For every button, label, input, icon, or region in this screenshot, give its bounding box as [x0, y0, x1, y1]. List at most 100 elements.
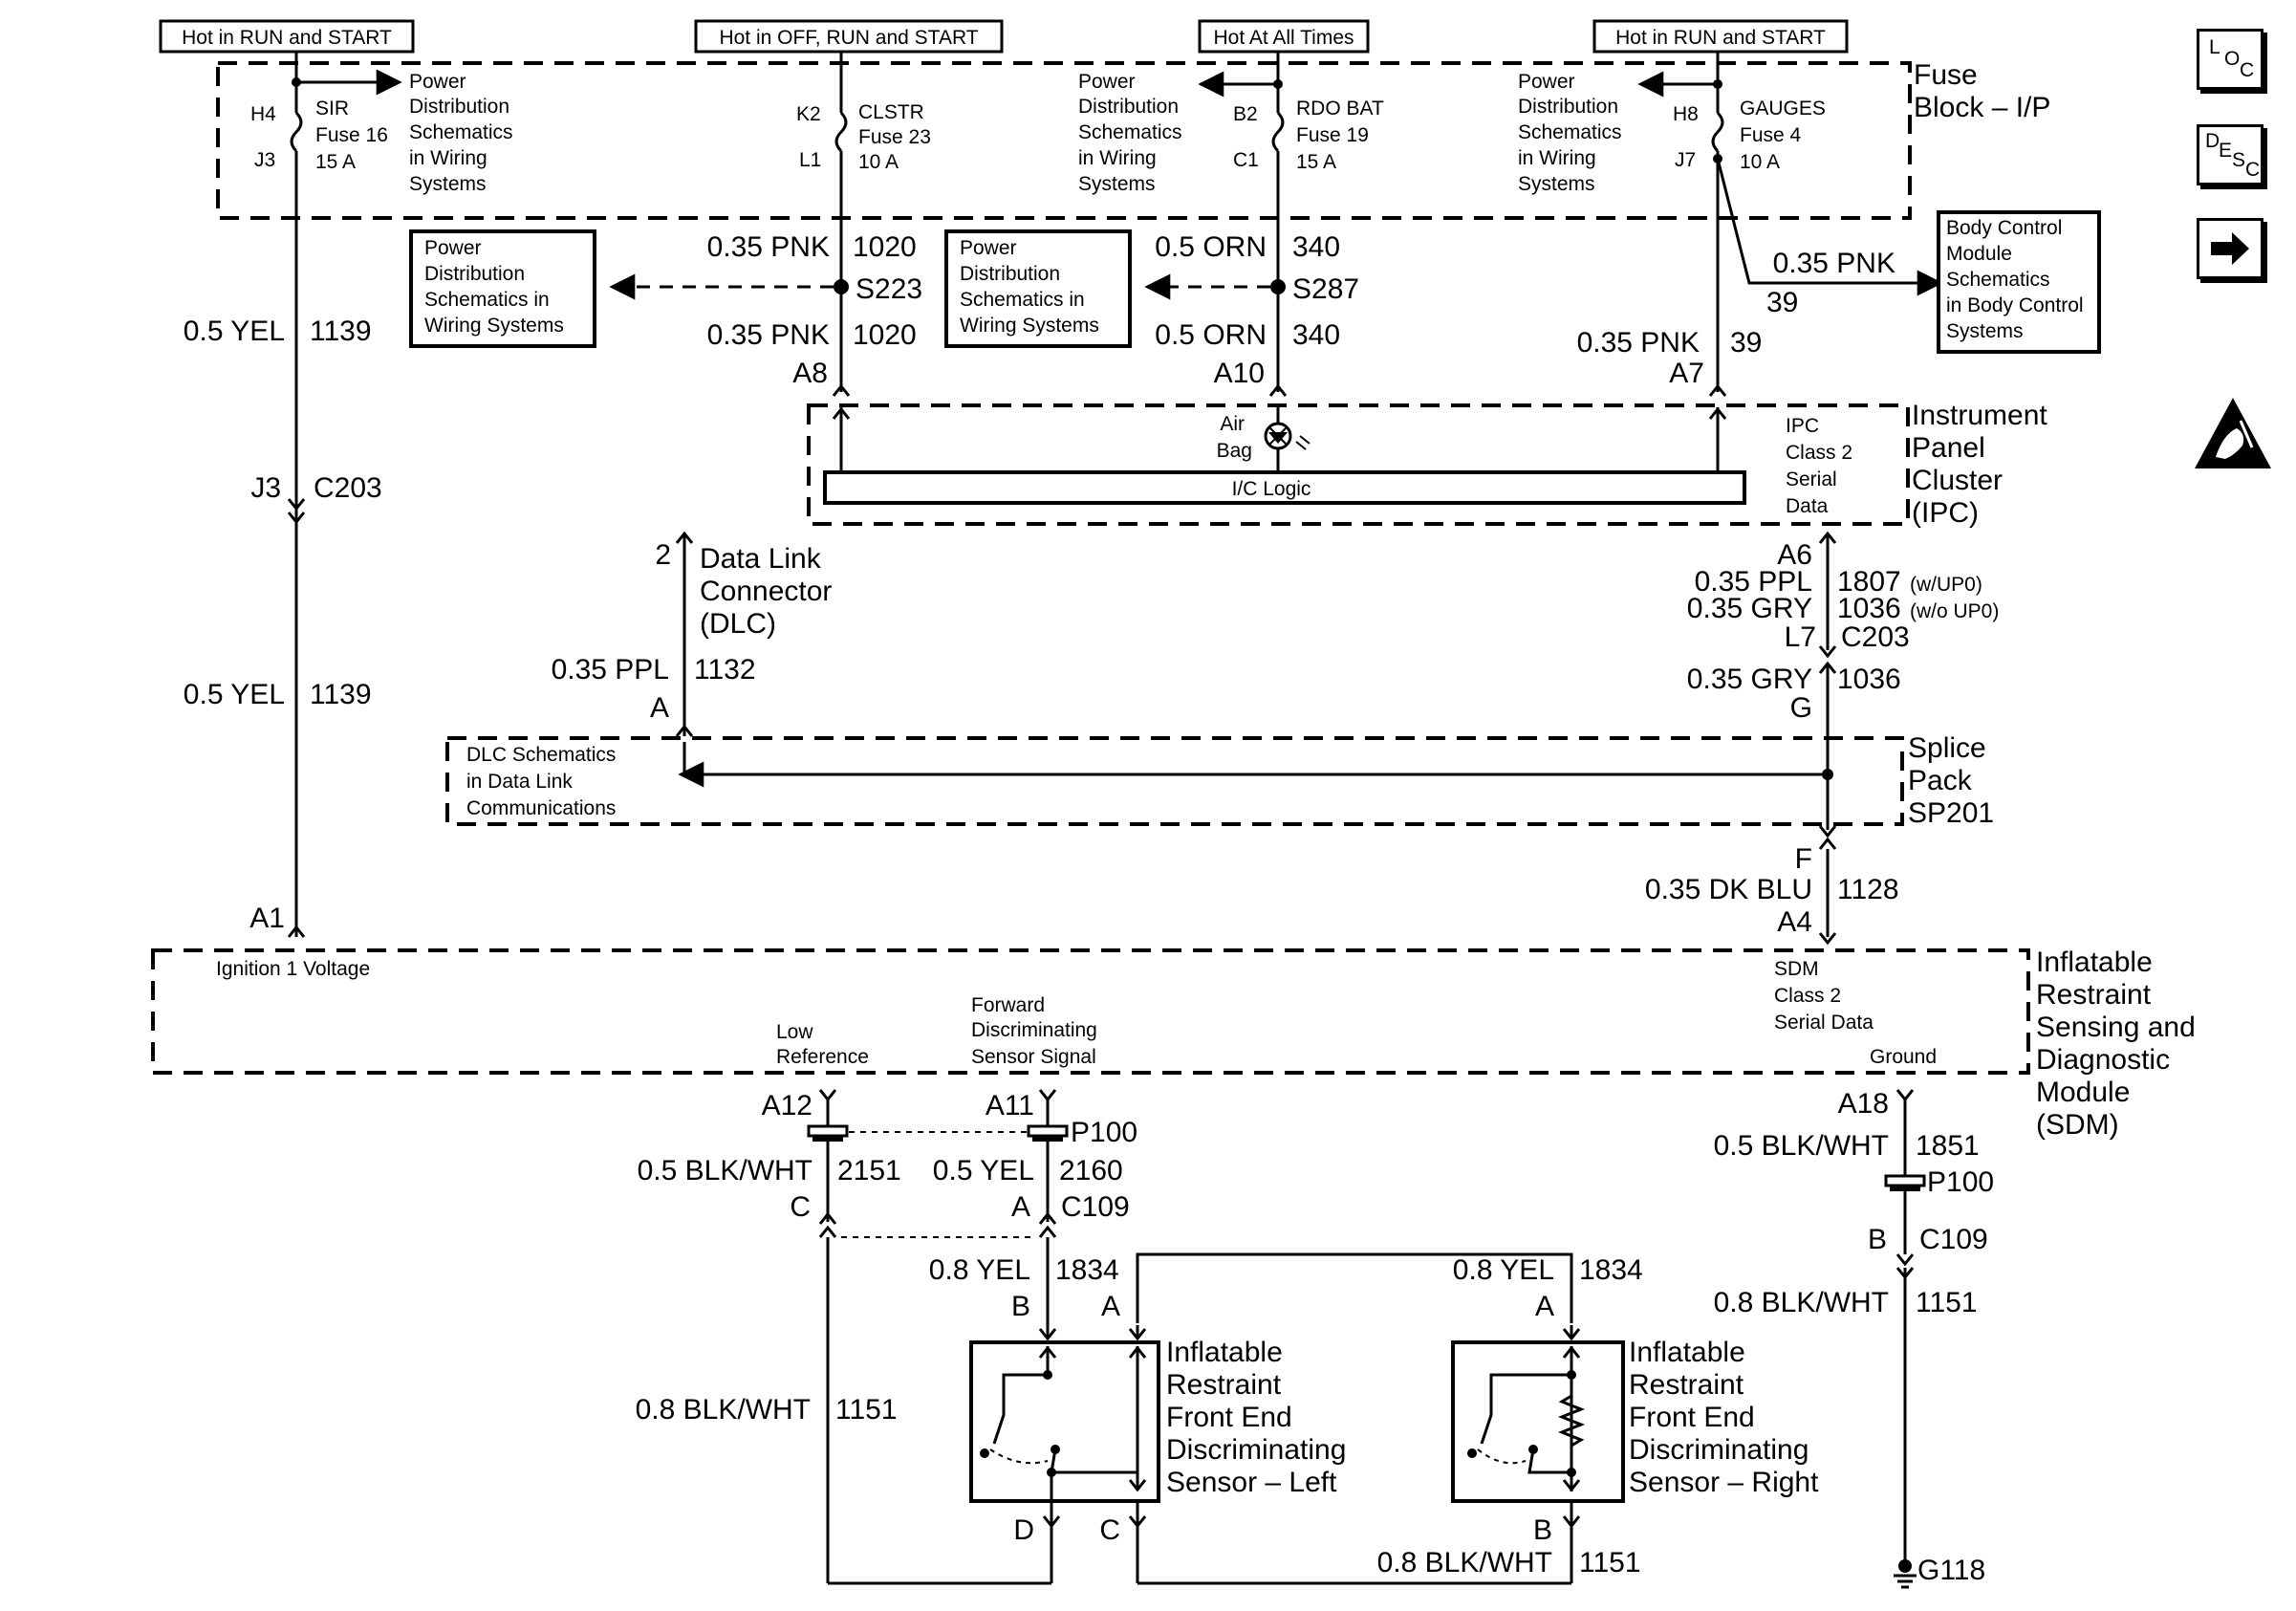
svg-text:B: B	[1533, 1514, 1552, 1546]
ipc-air-label: Air	[1220, 413, 1245, 435]
svg-text:Reference: Reference	[776, 1046, 869, 1068]
svg-text:Cluster: Cluster	[1912, 465, 2003, 496]
wire-labels-upper: 0.5 YEL 1139 0.35 PNK 1020 0.35 PNK 1020…	[184, 231, 1895, 389]
fuse-rdo-name: RDO BAT	[1296, 98, 1384, 120]
svg-text:Module: Module	[2036, 1077, 2130, 1108]
svg-text:Power: Power	[1518, 71, 1575, 93]
svg-text:Sensing and: Sensing and	[2036, 1012, 2196, 1043]
svg-text:Power: Power	[1078, 71, 1136, 93]
svg-text:0.5 ORN: 0.5 ORN	[1155, 231, 1267, 263]
svg-text:Body Control: Body Control	[1946, 217, 2062, 239]
circuit-1139: 1139	[310, 316, 372, 347]
pd-box-1: Power Distribution Schematics in Wiring …	[409, 229, 596, 348]
svg-text:0.35 PNK: 0.35 PNK	[1773, 248, 1895, 279]
fuse-clstr-number: Fuse 23	[858, 126, 931, 148]
svg-text:Schematics in: Schematics in	[424, 289, 550, 311]
svg-text:Restraint: Restraint	[2036, 979, 2152, 1011]
svg-text:(DLC): (DLC)	[700, 608, 776, 640]
svg-text:1020: 1020	[853, 319, 917, 351]
svg-text:A: A	[1101, 1291, 1120, 1322]
svg-text:Ground: Ground	[1870, 1046, 1937, 1068]
svg-text:Schematics in: Schematics in	[960, 289, 1085, 311]
svg-text:Systems: Systems	[1078, 173, 1156, 195]
ground-g118: G118	[1894, 1555, 1985, 1589]
pd-note-2: Power Distribution Schematics in Wiring …	[1078, 71, 1182, 195]
svg-text:Restraint: Restraint	[1166, 1369, 1282, 1401]
svg-text:Discriminating: Discriminating	[971, 1019, 1097, 1041]
next-page-button[interactable]	[2197, 218, 2264, 279]
fuse-sir: H4 J3 SIR Fuse 16 15 A Power Distributio…	[250, 52, 513, 937]
ground-icon	[1894, 1574, 1917, 1589]
svg-text:IPC: IPC	[1786, 415, 1819, 437]
svg-text:in Wiring: in Wiring	[1078, 147, 1157, 169]
svg-text:A18: A18	[1838, 1088, 1889, 1120]
svg-text:Connector: Connector	[700, 576, 832, 607]
svg-text:F: F	[1795, 843, 1812, 875]
svg-text:Panel: Panel	[1912, 432, 1985, 464]
svg-text:0.8 YEL: 0.8 YEL	[1453, 1254, 1554, 1286]
wire-yel-1139-label: 0.5 YEL	[184, 316, 285, 347]
svg-text:in Data Link: in Data Link	[466, 771, 573, 793]
svg-text:0.35 PNK: 0.35 PNK	[1577, 327, 1700, 359]
svg-text:0.8 BLK/WHT: 0.8 BLK/WHT	[1714, 1287, 1889, 1318]
svg-text:G: G	[1790, 692, 1812, 724]
sdm-ignition-label: Ignition 1 Voltage	[216, 958, 370, 980]
fuse-block-title-1: Fuse	[1914, 59, 1978, 91]
location-button[interactable]: L O C	[2197, 29, 2264, 90]
svg-text:1128: 1128	[1837, 874, 1899, 905]
svg-text:C: C	[790, 1191, 811, 1223]
fuse-block: Fuse Block – I/P H4 J3 SIR Fuse 16 15 A …	[216, 52, 2050, 937]
wire-1139-lower: J3 C203 0.5 YEL 1139 A1	[184, 472, 382, 938]
svg-text:A4: A4	[1777, 906, 1812, 938]
svg-text:Wiring Systems: Wiring Systems	[424, 315, 564, 337]
svg-text:Discriminating: Discriminating	[1166, 1434, 1346, 1466]
svg-text:Front End: Front End	[1629, 1402, 1755, 1433]
pd-note-1: Power Distribution Schematics in Wiring …	[409, 71, 513, 195]
svg-text:1834: 1834	[1579, 1254, 1643, 1286]
svg-text:Discriminating: Discriminating	[1629, 1434, 1809, 1466]
svg-text:Sensor Signal: Sensor Signal	[971, 1046, 1096, 1068]
fuse-clstr-amps: 10 A	[858, 151, 899, 173]
pin-c1: C1	[1233, 149, 1259, 171]
sdm-lower-wiring: A12 A11 P100 0.5 BLK/WHT 2151 0.5 YEL 21…	[636, 1088, 1994, 1585]
svg-text:1151: 1151	[835, 1394, 898, 1426]
airbag-lamp-icon	[1264, 422, 1310, 450]
fuse-rdo-number: Fuse 19	[1296, 124, 1369, 146]
svg-text:Class 2: Class 2	[1786, 442, 1852, 464]
fuse-sir-amps: 15 A	[315, 151, 356, 173]
svg-text:DLC Schematics: DLC Schematics	[466, 744, 616, 766]
svg-text:(SDM): (SDM)	[2036, 1109, 2119, 1141]
svg-text:P100: P100	[1927, 1166, 1994, 1198]
splice-s223-label: S223	[856, 273, 922, 305]
svg-text:1851: 1851	[1916, 1130, 1980, 1162]
svg-text:A8: A8	[792, 358, 828, 389]
svg-text:Data: Data	[1786, 495, 1829, 517]
fuse-clstr-name: CLSTR	[858, 101, 924, 123]
svg-text:0.8 YEL: 0.8 YEL	[929, 1254, 1030, 1286]
bcm-box: Body Control Module Schematics in Body C…	[1937, 210, 2101, 354]
svg-text:Pack: Pack	[1908, 765, 1973, 796]
svg-text:Class 2: Class 2	[1774, 985, 1841, 1007]
fuse-gauges-number: Fuse 4	[1740, 124, 1802, 146]
svg-text:Power: Power	[960, 237, 1017, 259]
svg-text:0.5 ORN: 0.5 ORN	[1155, 319, 1267, 351]
svg-text:Schematics: Schematics	[1078, 121, 1182, 143]
pin-k2: K2	[796, 103, 821, 125]
description-button[interactable]: D E S C	[2197, 124, 2264, 185]
svg-text:2: 2	[655, 539, 671, 571]
svg-text:C: C	[1099, 1514, 1120, 1546]
svg-text:Distribution: Distribution	[960, 263, 1060, 285]
svg-text:340: 340	[1292, 319, 1340, 351]
fuse-clstr: K2 L1 CLSTR Fuse 23 10 A	[796, 52, 931, 392]
svg-text:Schematics: Schematics	[1946, 269, 2050, 291]
svg-text:Distribution: Distribution	[409, 96, 509, 118]
svg-text:0.35 DK BLU: 0.35 DK BLU	[1645, 874, 1812, 905]
svg-text:C109: C109	[1061, 1191, 1130, 1223]
svg-text:(IPC): (IPC)	[1912, 497, 1979, 529]
svg-text:Distribution: Distribution	[424, 263, 525, 285]
svg-text:in Wiring: in Wiring	[409, 147, 487, 169]
splice-s223: S223	[609, 273, 922, 305]
svg-text:Schematics: Schematics	[1518, 121, 1622, 143]
sdm-title: Inflatable	[2036, 947, 2153, 978]
svg-text:B: B	[1868, 1224, 1887, 1255]
